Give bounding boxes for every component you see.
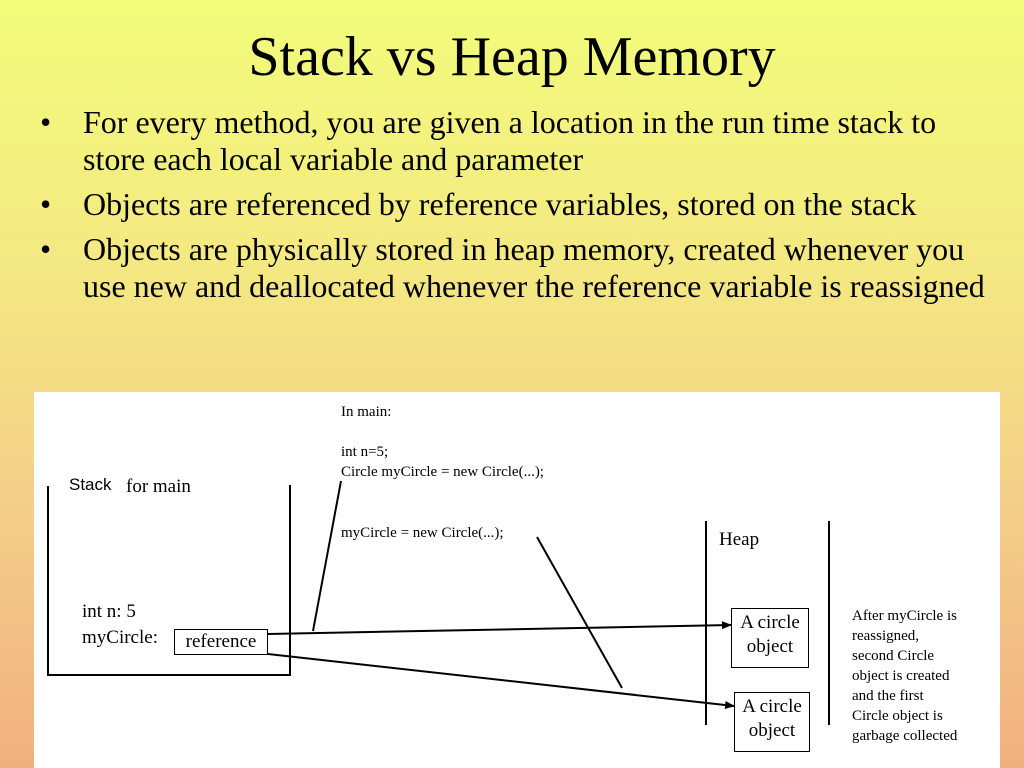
heap-object-1: A circle object	[731, 608, 809, 668]
slide-title: Stack vs Heap Memory	[248, 26, 776, 88]
reference-arrow-1	[267, 621, 732, 635]
bullet-list: • For every method, you are given a loca…	[40, 104, 1000, 313]
heap-object-2-line1: A circle	[742, 696, 802, 717]
bullet-item: • Objects are referenced by reference va…	[40, 186, 1000, 223]
memory-diagram: In main: int n=5; Circle myCircle = new …	[34, 392, 1000, 768]
code-line: int n=5;	[341, 444, 389, 460]
code-pointer-line-2	[536, 536, 623, 689]
stack-var-mycircle: myCircle:	[82, 627, 158, 648]
gc-note-line: second Circle	[852, 648, 935, 664]
bullet-item: • Objects are physically stored in heap …	[40, 231, 1000, 305]
stack-label-suffix: for main	[126, 476, 191, 497]
gc-note-line: and the first	[852, 688, 924, 704]
heap-object-2-line2: object	[748, 720, 796, 741]
bullet-icon: •	[40, 186, 52, 222]
gc-note: After myCircle is reassigned, second Cir…	[852, 606, 957, 746]
gc-note-line: reassigned,	[852, 628, 920, 644]
bullet-item: • For every method, you are given a loca…	[40, 104, 1000, 178]
code-line: Circle myCircle = new Circle(...);	[341, 464, 544, 480]
reference-box: reference	[174, 629, 268, 655]
reference-arrow-2	[267, 653, 735, 709]
bullet-text: For every method, you are given a locati…	[83, 104, 937, 177]
code-header: In main:	[341, 404, 392, 420]
heap-object-1-line2: object	[746, 636, 794, 657]
stack-var-n: int n: 5	[82, 601, 136, 622]
heap-label: Heap	[719, 529, 760, 550]
bullet-text: Objects are referenced by reference vari…	[83, 186, 917, 222]
gc-note-line: Circle object is	[852, 708, 943, 724]
diagram-lines	[47, 480, 830, 725]
bullet-icon: •	[40, 231, 52, 267]
gc-note-line: After myCircle is	[852, 608, 957, 624]
bullet-text: Objects are physically stored in heap me…	[83, 231, 985, 304]
gc-note-line: object is created	[852, 668, 950, 684]
code-pointer-line-1	[312, 480, 342, 632]
heap-object-1-line1: A circle	[740, 612, 800, 633]
stack-label: Stack	[69, 475, 112, 494]
stack-frame-outline	[47, 485, 291, 676]
bullet-icon: •	[40, 104, 52, 140]
heap-object-2: A circle object	[734, 692, 810, 752]
code-line: myCircle = new Circle(...);	[341, 525, 504, 541]
gc-note-line: garbage collected	[852, 728, 958, 744]
